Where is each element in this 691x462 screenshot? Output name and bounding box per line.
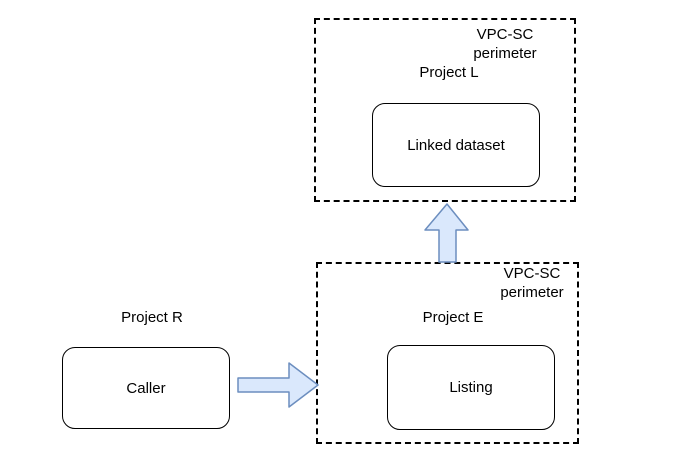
listing-node-label: Listing xyxy=(449,379,493,396)
right-arrow-shape xyxy=(237,362,319,408)
up-arrow-shape xyxy=(424,203,469,263)
vpc-sc-perimeter-top-box xyxy=(314,18,576,202)
vpc-sc-perimeter-bottom-box xyxy=(316,262,579,444)
linked-dataset-node: Linked dataset xyxy=(372,103,540,187)
caller-node-label: Caller xyxy=(126,379,166,397)
linked-dataset-node-label: Linked dataset xyxy=(407,136,505,154)
vpc-sc-perimeter-top-label: VPC-SC perimeter xyxy=(473,26,537,62)
right-arrow-icon xyxy=(237,362,319,408)
project-r-label: Project R xyxy=(121,309,183,326)
listing-node: Listing xyxy=(387,345,555,430)
project-e-label: Project E xyxy=(422,309,484,326)
project-l-label: Project L xyxy=(419,64,479,81)
up-arrow-icon xyxy=(424,203,469,263)
caller-node: Caller xyxy=(62,347,230,429)
vpc-sc-perimeter-bottom-label: VPC-SC perimeter xyxy=(500,265,564,301)
